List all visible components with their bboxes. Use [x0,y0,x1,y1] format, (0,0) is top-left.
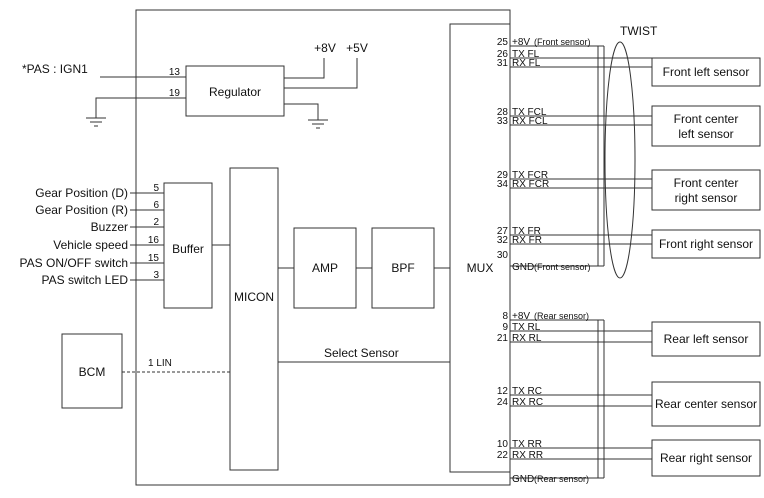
front-rx-pin: 32 [497,235,509,246]
front-tx-pin: 29 [497,170,509,181]
front-tx-pin: 28 [497,107,509,118]
rear-power-pin: 8 [502,311,508,322]
bpf-label: BPF [391,261,414,275]
pin-19: 19 [169,88,181,99]
front-power-note: (Front sensor) [534,37,591,47]
front-rx-pin: 31 [497,58,509,69]
front-rx-pin: 33 [497,116,509,127]
sensor-name: Rear right sensor [660,451,752,465]
front-tx-label: TX FCR [512,170,548,181]
amp-block [293,227,357,309]
buffer-input-label: PAS ON/OFF switch [20,256,128,270]
buffer-input-pin: 3 [153,270,159,281]
front-tx-pin: 27 [497,226,509,237]
front-rx-label: RX FCL [512,116,548,127]
plus8v-label: +8V [314,41,336,55]
front-rx-label: RX FR [512,235,542,246]
buffer-input-label: Buzzer [91,220,128,234]
rear-rx-label: RX RC [512,397,543,408]
front-ground-pin: 30 [497,250,509,261]
sensor-name: left sensor [678,127,733,141]
sensor-box [651,229,761,259]
sensor-box [651,321,761,357]
rear-tx-pin: 10 [497,439,509,450]
buffer-label: Buffer [172,242,204,256]
rear-power-label: +8V [512,311,530,322]
front-ground-note: (Front sensor) [534,262,591,272]
buffer-input-label: Gear Position (R) [35,203,128,217]
sensor-name: right sensor [675,191,738,205]
regulator-ground-wire-right [284,103,319,120]
pin-13: 13 [169,67,181,78]
sensor-box [651,105,761,147]
twist-label: TWIST [620,24,658,38]
lin-label: 1 LIN [148,358,172,369]
bcm-block [61,333,123,409]
front-rx-label: RX FCR [512,179,549,190]
rear-rx-pin: 24 [497,397,509,408]
rear-tx-label: TX RR [512,439,542,450]
sensor-box [651,439,761,477]
rear-rx-pin: 22 [497,450,509,461]
front-power-pin: 25 [497,37,509,48]
ground-symbol-left [86,117,106,127]
rear-ground-label: GND [512,474,534,485]
sensor-name: Front center [674,112,739,126]
regulator-block [185,65,285,117]
select-sensor-label: Select Sensor [324,346,399,360]
sensor-name: Front center [674,176,739,190]
micon-label: MICON [234,290,274,304]
front-tx-label: TX FL [512,49,540,60]
rear-rx-label: RX RR [512,450,543,461]
plus5v-label: +5V [346,41,368,55]
bcm-label: BCM [79,365,106,379]
mux-label: MUX [467,261,494,275]
rear-tx-label: TX RL [512,322,541,333]
ignition-label: *PAS : IGN1 [22,62,88,76]
amp-label: AMP [312,261,338,275]
micon-block [229,167,279,471]
regulator-label: Regulator [209,85,261,99]
buffer-input-pin: 15 [148,253,160,264]
rear-tx-label: TX RC [512,386,542,397]
buffer-input-label: Gear Position (D) [35,186,128,200]
plus8v-wire [284,58,325,79]
buffer-input-pin: 16 [148,235,160,246]
sensor-box [651,381,761,427]
front-power-label: +8V [512,37,530,48]
rear-power-note: (Rear sensor) [534,311,589,321]
front-tx-label: TX FR [512,226,541,237]
buffer-input-pin: 5 [153,183,159,194]
front-ground-label: GND [512,262,534,273]
sensor-name: Front left sensor [663,65,750,79]
rear-rx-pin: 21 [497,333,509,344]
rear-tx-pin: 9 [502,322,508,333]
ground-symbol-right [308,119,328,129]
twist-ellipse [604,41,636,279]
plus5v-wire [284,58,358,89]
buffer-input-label: PAS switch LED [42,273,129,287]
sensor-box [651,169,761,211]
sensor-name: Rear center sensor [655,397,757,411]
buffer-input-pin: 6 [153,200,159,211]
rear-tx-pin: 12 [497,386,509,397]
rear-rx-label: RX RL [512,333,542,344]
sensor-box [651,57,761,87]
mux-block [449,23,511,473]
front-tx-pin: 26 [497,49,509,60]
rear-ground-note: (Rear sensor) [534,474,589,484]
front-rx-pin: 34 [497,179,509,190]
front-tx-label: TX FCL [512,107,547,118]
regulator-ground-wire [95,97,186,118]
sensor-name: Front right sensor [659,237,753,251]
buffer-input-label: Vehicle speed [53,238,128,252]
front-rx-label: RX FL [512,58,541,69]
sensor-name: Rear left sensor [664,332,749,346]
buffer-input-pin: 2 [153,217,159,228]
